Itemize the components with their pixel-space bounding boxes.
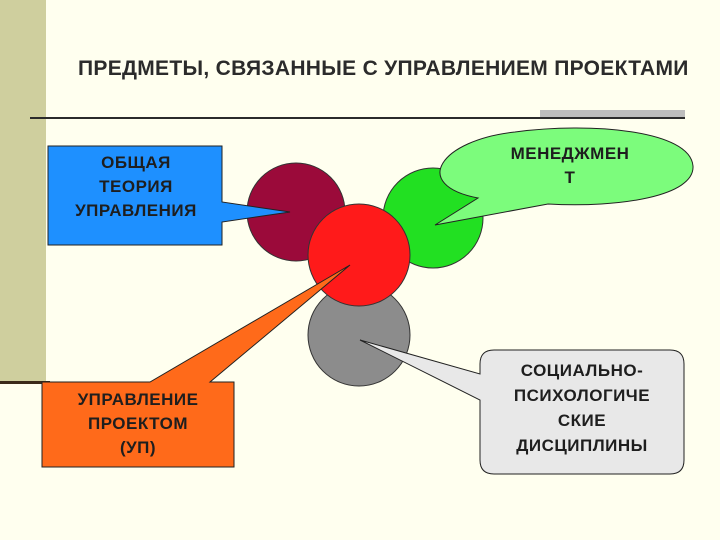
label-project-management: УПРАВЛЕНИЕ ПРОЕКТОМ (УП) (77, 390, 199, 457)
callout-management (434, 127, 694, 226)
label-socio-psych: СОЦИАЛЬНО- ПСИХОЛОГИЧЕ СКИЕ ДИСЦИПЛИНЫ (513, 361, 651, 455)
callout-socio-psych (359, 339, 685, 475)
label-management: МЕНЕДЖМЕН Т (510, 144, 630, 187)
circle-project-management (307, 203, 411, 307)
left-strip-underline (0, 381, 50, 384)
title-accent-bar (540, 110, 685, 117)
left-decorative-strip (0, 0, 46, 381)
slide-title: ПРЕДМЕТЫ, СВЯЗАННЫЕ С УПРАВЛЕНИЕМ ПРОЕКТ… (78, 57, 689, 80)
callout-project-management (41, 264, 351, 468)
label-general-theory: ОБЩАЯ ТЕОРИЯ УПРАВЛЕНИЯ (75, 153, 197, 220)
callout-general-theory (47, 145, 291, 246)
title-underline (30, 117, 685, 119)
